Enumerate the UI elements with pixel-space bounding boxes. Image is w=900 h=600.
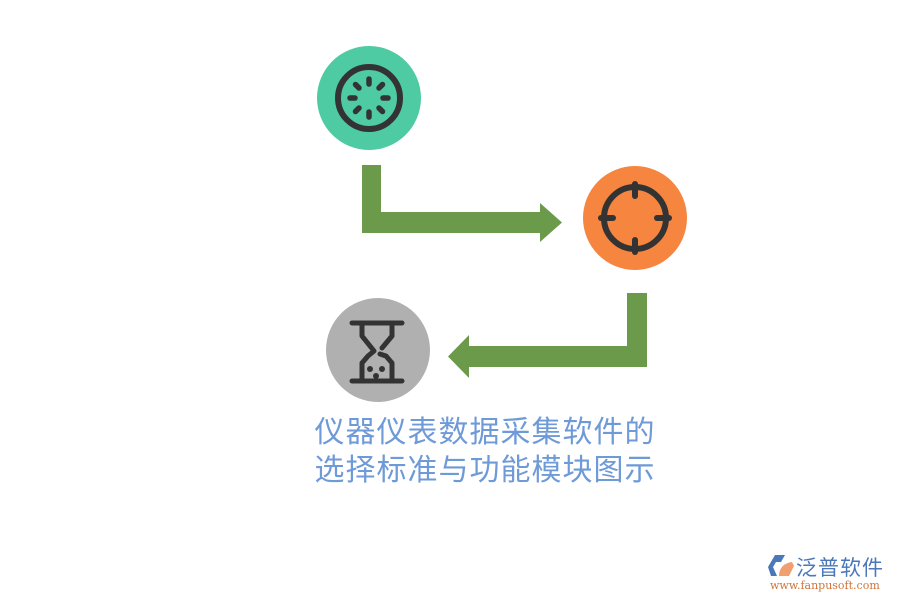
crosshair-target-icon [598, 181, 672, 255]
title-line-1: 仪器仪表数据采集软件的 [314, 415, 656, 450]
brand-url: www.fanpusoft.com [770, 579, 880, 592]
diagram-title: 仪器仪表数据采集软件的 选择标准与功能模块图示 [290, 414, 680, 490]
brand-name: 泛普软件 [796, 556, 884, 580]
step-2-node [583, 166, 687, 270]
step-3-node [326, 298, 430, 402]
step-1-node [317, 46, 421, 150]
hourglass-icon [349, 320, 405, 384]
brand-logo: 泛普软件 www.fanpusoft.com [768, 552, 898, 594]
loading-spinner-icon [335, 64, 403, 132]
fanpu-logo-icon [768, 555, 794, 576]
title-line-2: 选择标准与功能模块图示 [314, 453, 656, 488]
